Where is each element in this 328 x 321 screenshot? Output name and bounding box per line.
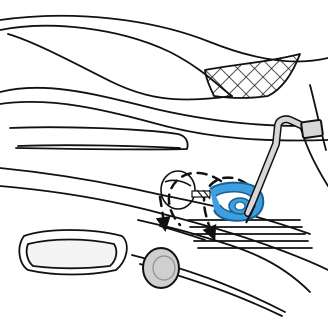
cover-cap-icon bbox=[143, 248, 179, 288]
tow-hook-socket bbox=[161, 171, 195, 209]
